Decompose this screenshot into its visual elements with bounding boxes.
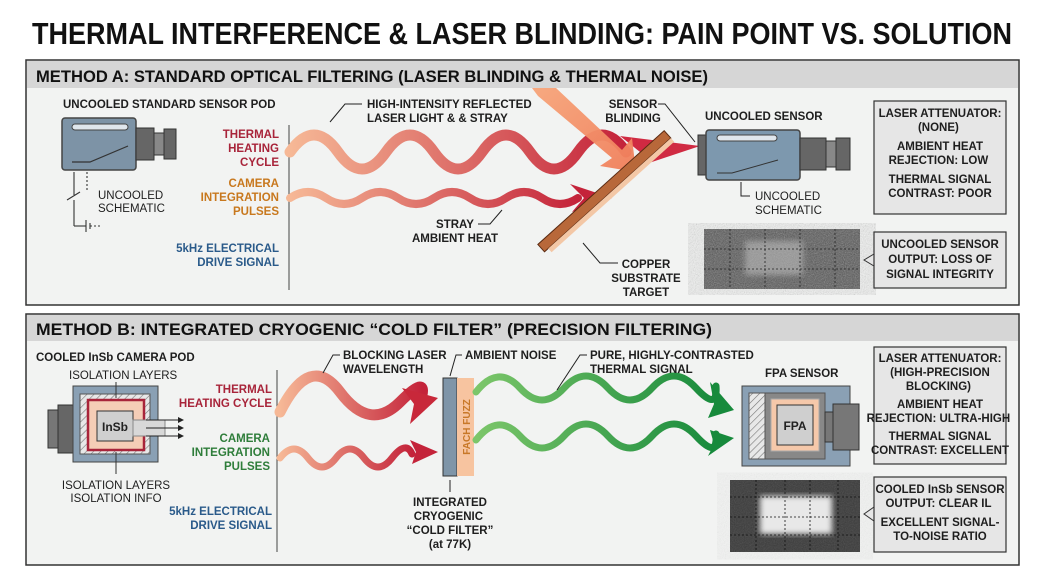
method-b-panel: METHOD B: INTEGRATED CRYOGENIC “COLD FIL… — [25, 313, 1020, 566]
info-box — [873, 346, 1007, 465]
clean-signal-arrowhead-2 — [708, 430, 734, 456]
schematic-icon — [66, 172, 100, 232]
cold-filter-icon — [442, 377, 458, 477]
copper-substrate-icon — [537, 129, 675, 253]
integration-wave — [286, 188, 582, 208]
ambient-noise-callout: AMBIENT NOISE — [465, 350, 557, 362]
method-a-header: METHOD A: STANDARD OPTICAL FILTERING (LA… — [36, 67, 708, 86]
page-title: THERMAL INTERFERENCE & LASER BLINDING: P… — [32, 16, 1012, 51]
blocked-integration-arrowhead — [410, 440, 438, 464]
blocked-integration-wave — [276, 444, 416, 471]
blocked-thermal-wave — [274, 370, 428, 421]
clean-signal-arrowhead-1 — [708, 382, 734, 418]
laser-beam-arrow — [532, 88, 636, 172]
cooled-pod-title: COOLED InSb CAMERA POD — [36, 352, 195, 364]
noisy-output-image — [704, 229, 860, 289]
filter-fuzz-layer — [457, 378, 474, 476]
fpa-sensor-icon: FPA — [741, 385, 860, 467]
method-a-panel: METHOD A: STANDARD OPTICAL FILTERING (LA… — [25, 59, 1020, 306]
uncooled-sensor-title: UNCOOLED SENSOR — [705, 111, 823, 123]
cooled-pod-icon: InSb — [47, 382, 184, 474]
clean-signal-wave-1 — [472, 372, 720, 404]
pod-title: UNCOOLED STANDARD SENSOR POD — [63, 99, 276, 111]
output-box — [873, 476, 1007, 553]
callout-line — [582, 242, 618, 264]
callout-line — [329, 103, 362, 123]
callout-line — [740, 182, 750, 197]
uncooled-camera-icon — [61, 117, 177, 171]
insb-chip-label: InSb — [102, 420, 128, 434]
method-b-header: METHOD B: INTEGRATED CRYOGENIC “COLD FIL… — [36, 320, 712, 339]
blocked-thermal-arrowhead — [402, 388, 438, 424]
callout-line — [449, 354, 462, 377]
filter-fuzz-label: FACH FUZZ — [462, 399, 473, 455]
info-box — [873, 100, 1007, 215]
callout-line — [556, 354, 587, 391]
clean-output-image — [730, 480, 860, 552]
output-box — [873, 231, 1007, 289]
fpa-sensor-title: FPA SENSOR — [765, 368, 839, 380]
clean-signal-wave-2 — [472, 420, 720, 452]
callout-line — [322, 354, 340, 374]
callout-line — [478, 209, 503, 225]
isolation-top-label: ISOLATION LAYERS — [69, 370, 178, 382]
callout-line — [658, 103, 696, 143]
thermal-wave — [284, 129, 632, 175]
fpa-chip-label: FPA — [783, 419, 806, 433]
uncooled-sensor-icon — [697, 129, 851, 181]
